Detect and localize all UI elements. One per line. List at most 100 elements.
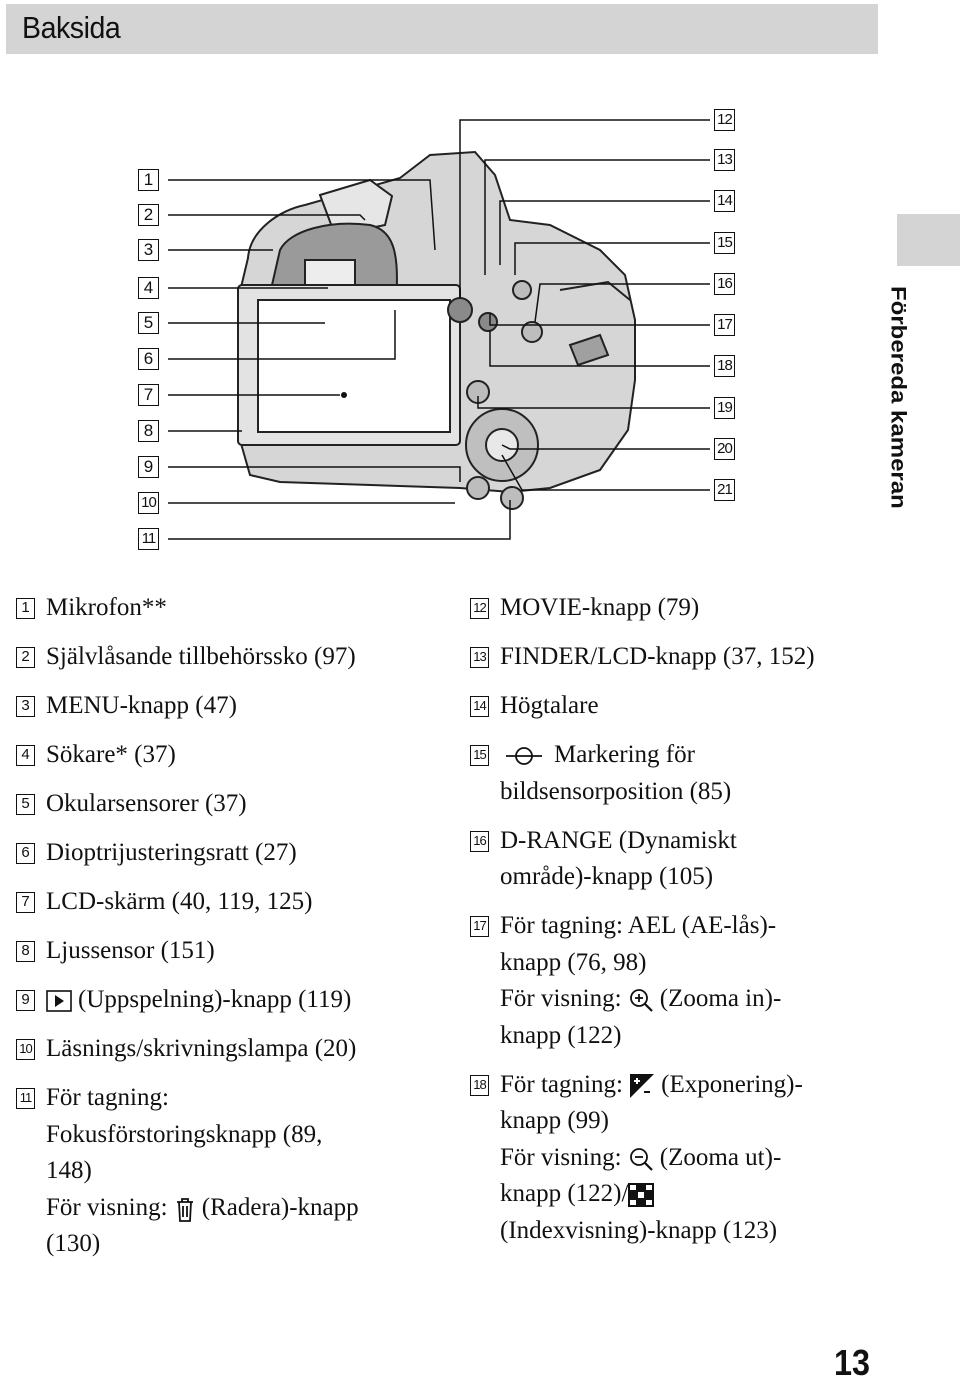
legend-item-14: 14 Högtalare <box>470 688 890 725</box>
legend-text: Sökare* (37) <box>46 741 176 768</box>
legend-item-6: 6 Dioptrijusteringsratt (27) <box>16 835 436 872</box>
legend-item-5: 5 Okularsensorer (37) <box>16 786 436 823</box>
legend-text: Markering för <box>554 741 695 768</box>
legend-text: Ljussensor (151) <box>46 937 215 964</box>
callout-12: 12 <box>714 109 735 131</box>
legend-item-11: 11 För tagning: Fokusförstoringsknapp (8… <box>16 1080 436 1263</box>
legend-badge: 4 <box>16 745 35 766</box>
callout-2: 2 <box>138 204 159 226</box>
legend-text: För tagning: AEL (AE-lås)- <box>500 912 777 939</box>
callout-15: 15 <box>714 232 735 254</box>
side-section-label: Förbereda kameran <box>884 286 934 518</box>
callout-19: 19 <box>714 397 735 419</box>
movie-button-shape <box>447 297 473 323</box>
camera-illustration <box>168 119 710 540</box>
legend-badge: 7 <box>16 892 35 913</box>
legend-item-8: 8 Ljussensor (151) <box>16 933 436 970</box>
legend-badge: 10 <box>16 1039 35 1060</box>
legend-text: För visning: <box>46 1193 168 1221</box>
callout-18: 18 <box>714 355 735 377</box>
legend-item-15: 15 Markering för bildsensorposition (85) <box>470 737 890 810</box>
legend-text: Mikrofon** <box>46 594 167 621</box>
callout-20: 20 <box>714 438 735 460</box>
page-title: Baksida <box>22 10 121 45</box>
legend-text: knapp (99) <box>500 1107 609 1134</box>
fn-button-shape <box>466 476 490 500</box>
legend-item-9: 9(Uppspelning)-knapp (119) <box>16 982 436 1019</box>
legend-text: (Zooma ut)- <box>659 1143 782 1171</box>
legend-text: (Zooma in)- <box>659 985 782 1012</box>
legend-badge: 1 <box>16 598 35 619</box>
legend-badge: 13 <box>470 647 489 668</box>
callout-17: 17 <box>714 314 735 336</box>
legend-left: 1 Mikrofon** 2 Självlåsande tillbehörssko … <box>16 590 436 1275</box>
callout-9: 9 <box>138 456 159 478</box>
side-tab <box>897 214 960 266</box>
legend-text: (Indexvisning)-knapp (123) <box>500 1216 778 1244</box>
legend-text: D-RANGE (Dynamiskt <box>500 826 737 854</box>
legend-text: Dioptrijusteringsratt (27) <box>46 839 297 866</box>
callout-4: 4 <box>138 277 159 299</box>
legend-text: Högtalare <box>500 692 599 719</box>
legend-badge: 11 <box>16 1088 35 1109</box>
legend-text: MOVIE-knapp (79) <box>500 594 700 621</box>
legend-text: (130) <box>46 1230 101 1257</box>
legend-item-16: 16 D-RANGE (Dynamiskt område)-knapp (105… <box>470 823 890 896</box>
legend-badge: 18 <box>470 1074 489 1096</box>
header-bar: Baksida <box>6 4 878 54</box>
legend-badge: 6 <box>16 843 35 864</box>
camera-back-diagram: 1 2 3 4 5 6 7 8 9 10 11 12 13 14 15 16 1… <box>130 100 760 550</box>
smart-teleconverter-shape <box>500 486 524 510</box>
legend-text: MENU-knapp (47) <box>46 692 237 719</box>
callout-5: 5 <box>138 312 159 334</box>
drange-button-shape <box>521 321 543 343</box>
legend-text: Fokusförstoringsknapp (89, <box>46 1120 323 1148</box>
legend-badge: 12 <box>470 598 489 619</box>
legend-item-10: 10 Läsnings/skrivningslampa (20) <box>16 1031 436 1068</box>
callout-7: 7 <box>138 384 159 406</box>
legend-item-4: 4 Sökare* (37) <box>16 737 436 774</box>
callout-11: 11 <box>138 528 159 550</box>
callout-13: 13 <box>714 149 735 171</box>
legend-badge: 15 <box>470 745 489 766</box>
legend-badge: 3 <box>16 696 35 717</box>
page-number: 13 <box>834 1342 871 1383</box>
legend-text: 148) <box>46 1157 92 1184</box>
legend-text: Självlåsande tillbehörssko (97) <box>46 643 356 670</box>
legend-item-3: 3 MENU-knapp (47) <box>16 688 436 725</box>
legend-item-13: 13 FINDER/LCD-knapp (37, 152) <box>470 639 890 676</box>
legend-text: område)-knapp (105) <box>500 863 714 890</box>
legend-item-18: 18 För tagning: (Exponering)- knapp (99)… <box>470 1067 890 1250</box>
legend-text: FINDER/LCD-knapp (37, 152) <box>500 643 815 670</box>
legend-text: Okularsensorer (37) <box>46 790 247 817</box>
legend-badge: 9 <box>16 990 35 1011</box>
legend-item-12: 12 MOVIE-knapp (79) <box>470 590 890 627</box>
legend-text: Läsnings/skrivningslampa (20) <box>46 1035 357 1062</box>
legend-badge: 16 <box>470 830 489 852</box>
legend-right: 12 MOVIE-knapp (79) 13 FINDER/LCD-knapp (3… <box>470 590 890 1262</box>
index-view-icon <box>628 1183 655 1208</box>
legend-badge: 2 <box>16 647 35 668</box>
zoom-out-icon <box>629 1147 653 1171</box>
legend-badge: 17 <box>470 916 489 937</box>
image-sensor-position-icon <box>506 747 542 766</box>
legend-badge: 5 <box>16 794 35 815</box>
callout-14: 14 <box>714 190 735 212</box>
exposure-compensation-icon <box>630 1073 655 1098</box>
lcd-marker-dot <box>341 392 347 398</box>
callout-8: 8 <box>138 420 159 442</box>
callout-3: 3 <box>138 239 159 261</box>
legend-badge: 14 <box>470 696 489 717</box>
callout-1: 1 <box>138 169 159 191</box>
ael-button-shape <box>478 312 498 332</box>
legend-text: (Exponering)- <box>661 1070 803 1098</box>
legend-text: För visning: <box>500 1143 622 1171</box>
legend-badge: 8 <box>16 941 35 962</box>
legend-item-2: 2 Självlåsande tillbehörssko (97) <box>16 639 436 676</box>
speaker-shape <box>512 280 532 300</box>
zoom-in-icon <box>629 989 653 1013</box>
legend-text: För tagning: <box>46 1084 169 1111</box>
callout-6: 6 <box>138 348 159 370</box>
legend-text: knapp (122) <box>500 1021 622 1049</box>
